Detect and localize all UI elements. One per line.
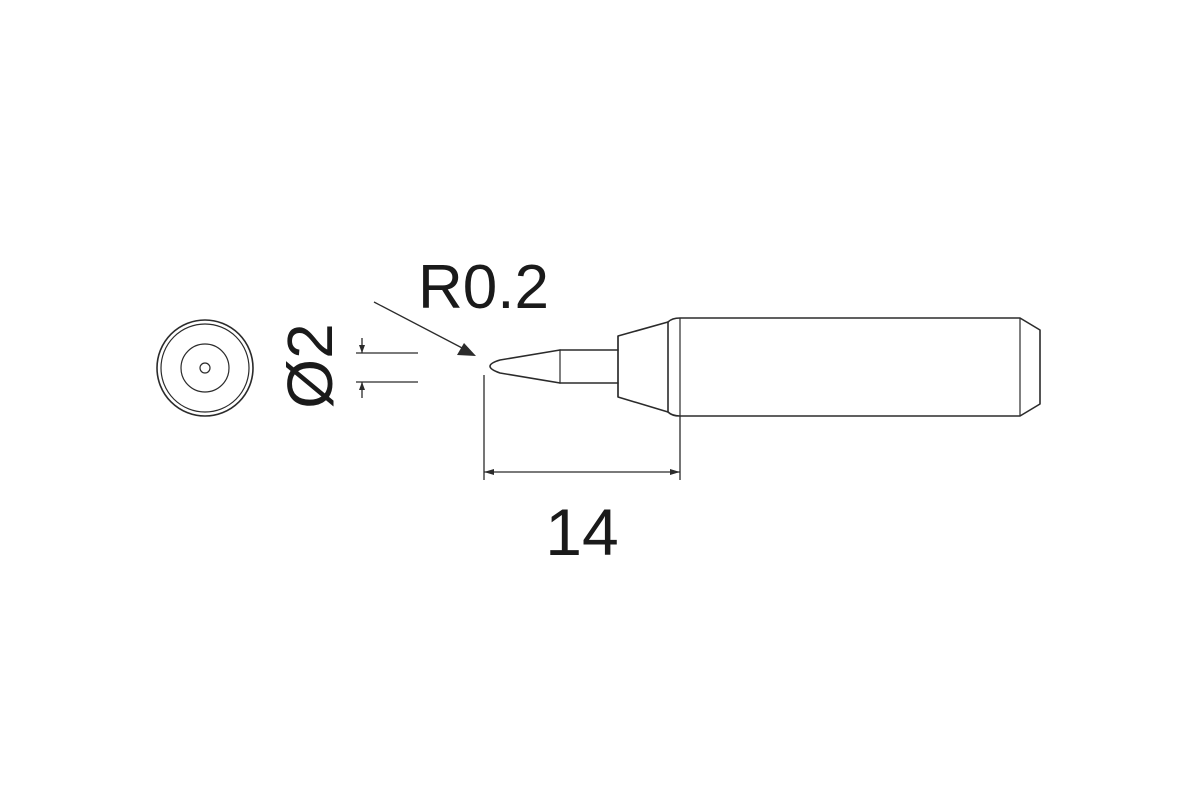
length-label: 14 (545, 495, 618, 569)
length-arrow-left (484, 469, 494, 475)
end-view-middle-circle (160, 323, 250, 413)
radius-leader-line (373, 301, 467, 351)
radius-callout: R0.2 (373, 253, 549, 356)
tip-shank-outline (667, 317, 1041, 417)
radius-arrowhead (457, 343, 476, 356)
length-arrow-right (670, 469, 680, 475)
tip-taper-outline (617, 321, 669, 413)
diameter-dimension: Ø2 (274, 323, 418, 409)
tip-side-view (489, 317, 1041, 417)
tip-point-outline (489, 349, 561, 384)
end-view-outer-circle (156, 319, 254, 417)
diameter-arrow-top (359, 345, 365, 353)
diameter-label: Ø2 (274, 323, 346, 408)
end-view-inner-circle (180, 343, 230, 393)
diameter-arrow-bottom (359, 382, 365, 390)
radius-label: R0.2 (418, 253, 549, 322)
length-dimension: 14 (483, 375, 681, 569)
tip-end-view (156, 319, 254, 417)
end-view-center-point (199, 362, 211, 374)
